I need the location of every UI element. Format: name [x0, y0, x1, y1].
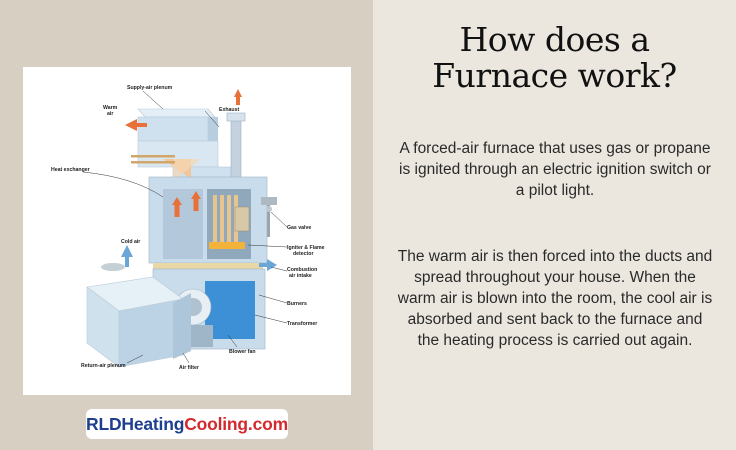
label-supply-air-plenum: Supply-air plenum: [127, 85, 173, 91]
return-air-plenum: [86, 276, 191, 368]
label-gas-valve: Gas valve: [287, 225, 311, 231]
title-line-2: Furnace work?: [432, 56, 677, 95]
label-combustion-1: Combustion: [287, 267, 317, 273]
furnace-illustration: Supply-air plenum Warm air Exhaust Heat …: [51, 85, 325, 371]
right-panel: [373, 0, 736, 450]
supply-air-plenum: [137, 108, 234, 186]
label-blower-fan: Blower fan: [229, 349, 256, 355]
title-line-1: How does a: [459, 20, 650, 59]
label-warm-air-2: air: [107, 111, 113, 117]
diagram-labels: Supply-air plenum Warm air Exhaust Heat …: [51, 85, 325, 371]
brand-name-part1: RLDHeating: [86, 413, 185, 434]
label-burners: Burners: [287, 301, 307, 307]
label-combustion-2: air intake: [289, 273, 312, 279]
furnace-cabinet: [148, 176, 268, 269]
label-cold-air: Cold air: [121, 239, 140, 245]
label-igniter-1: Igniter & Flame: [287, 245, 325, 251]
label-return-air-plenum: Return-air plenum: [81, 363, 126, 369]
gas-valve: [261, 197, 277, 237]
label-air-filter: Air filter: [179, 365, 199, 371]
paragraph-warm-air: The warm air is then forced into the duc…: [397, 248, 713, 349]
page-title: How does a Furnace work?: [373, 22, 736, 94]
leader-lines: [82, 90, 288, 364]
label-warm-air-1: Warm: [103, 105, 118, 111]
paragraph-ignition: A forced-air furnace that uses gas or pr…: [399, 140, 711, 199]
label-exhaust: Exhaust: [219, 107, 239, 113]
label-igniter-2: detector: [293, 251, 313, 257]
cold-air-vent: [101, 263, 125, 271]
heater-rods: [131, 155, 175, 164]
label-transformer: Transformer: [287, 321, 317, 327]
warm-air-arrows: [125, 89, 242, 217]
furnace-diagram: Supply-air plenum Warm air Exhaust Heat …: [23, 67, 351, 395]
cold-air-arrows: [121, 245, 277, 271]
label-heat-exchanger: Heat exchanger: [51, 167, 90, 173]
brand-name-part2: Cooling.com: [184, 413, 288, 434]
